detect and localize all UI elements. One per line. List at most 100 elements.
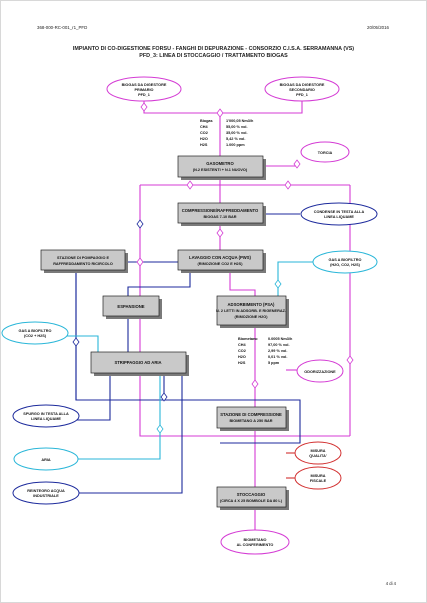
valve-diamond (186, 180, 194, 190)
svg-text:1.000 ppm: 1.000 ppm (226, 143, 245, 147)
svg-text:GAS A BIOFILTRO: GAS A BIOFILTRO (329, 258, 362, 262)
svg-text:N. 2 LETTI IN ADSORB. E RIGENE: N. 2 LETTI IN ADSORB. E RIGENERAZ. (216, 309, 286, 313)
oval-aria: ARIA (13, 447, 79, 471)
box-stazione-compressione: STAZIONE DI COMPRESSIONE BIOMETANO A 250… (216, 406, 289, 431)
svg-text:(N.2 ESISTENTI + N.1 NUOVO): (N.2 ESISTENTI + N.1 NUOVO) (193, 168, 248, 172)
box-stazione-pompaggio: STAZIONE DI POMPAGGIO E RAFFREDDAMENTO R… (40, 249, 128, 273)
svg-text:AL CONFERIMENTO: AL CONFERIMENTO (237, 543, 274, 547)
svg-text:SECONDARIO: SECONDARIO (289, 88, 315, 92)
svg-text:PFD_1: PFD_1 (296, 93, 308, 97)
biomethane-table: Biometano 0.0005 Nm3/h CH4 97,00 % vol. … (238, 337, 293, 365)
line-primari-gasometro (143, 100, 221, 157)
svg-text:COMPRESSIONE/RAFFREDDAMENTO: COMPRESSIONE/RAFFREDDAMENTO (182, 208, 259, 213)
line-reintegro (79, 372, 183, 494)
svg-text:(RIMOZIONE H2O): (RIMOZIONE H2O) (235, 315, 269, 319)
line-lavaggio-espansione (127, 270, 191, 296)
line-return-left (139, 185, 350, 437)
svg-text:ODORIZZAZIONE: ODORIZZAZIONE (304, 370, 336, 374)
svg-text:55,00 % vol.: 55,00 % vol. (226, 125, 248, 129)
svg-text:CH4: CH4 (200, 125, 208, 129)
line-secondario-gasometro (220, 100, 303, 114)
svg-text:LINEA LIQUAME: LINEA LIQUAME (324, 215, 354, 219)
svg-text:TORCIA: TORCIA (318, 151, 333, 155)
svg-text:BIOGAS DA DIGESTORE: BIOGAS DA DIGESTORE (122, 83, 167, 87)
svg-text:STOCCAGGIO: STOCCAGGIO (237, 492, 266, 497)
page-number: 4 di 4 (385, 581, 396, 586)
svg-text:GAS A BIOFILTRO: GAS A BIOFILTRO (19, 329, 52, 333)
svg-text:REINTEGRO ACQUA: REINTEGRO ACQUA (27, 489, 65, 493)
svg-text:LINEA LIQUAME: LINEA LIQUAME (31, 417, 61, 421)
valve-diamond (216, 228, 224, 238)
page-title: IMPIANTO DI CO-DIGESTIONE FORSU - FANGHI… (72, 46, 355, 52)
svg-text:CO2: CO2 (200, 131, 208, 135)
svg-text:(RIMOZIONE CO2 E H2S): (RIMOZIONE CO2 E H2S) (198, 262, 244, 266)
box-lavaggio: LAVAGGIO CON ACQUA (PWS) (RIMOZIONE CO2 … (177, 249, 266, 273)
svg-text:FISCALE: FISCALE (310, 479, 327, 483)
svg-text:QUALITA': QUALITA' (309, 454, 327, 458)
svg-text:STRIPPAGGIO AD ARIA: STRIPPAGGIO AD ARIA (114, 360, 161, 365)
svg-text:STAZIONE DI COMPRESSIONE: STAZIONE DI COMPRESSIONE (220, 412, 282, 417)
valve-diamond (136, 219, 144, 229)
svg-text:SPURGO IN TESTA ALLA: SPURGO IN TESTA ALLA (23, 412, 69, 416)
oval-torcia: TORCIA (300, 141, 350, 163)
line-spurgo (76, 372, 111, 421)
line-aria (78, 372, 161, 460)
svg-text:97,00 % vol.: 97,00 % vol. (268, 343, 290, 347)
oval-gas-biofiltro-1: GAS A BIOFILTRO (H2O, CO2, H2S) (312, 250, 378, 274)
oval-gas-biofiltro-2: GAS A BIOFILTRO (CO2 + H2S) (1, 321, 69, 345)
svg-text:2,99 % vol.: 2,99 % vol. (268, 349, 287, 353)
valve-diamond (251, 379, 259, 389)
svg-text:0,01 % vol.: 0,01 % vol. (268, 355, 287, 359)
svg-text:BIOGAS 7-10 BAR: BIOGAS 7-10 BAR (204, 215, 237, 219)
svg-text:MISURA: MISURA (311, 449, 326, 453)
svg-text:35,00 % vol.: 35,00 % vol. (226, 131, 248, 135)
svg-text:(CO2 + H2S): (CO2 + H2S) (24, 334, 47, 338)
svg-text:(H2O, CO2, H2S): (H2O, CO2, H2S) (330, 263, 360, 267)
svg-text:5,42 % vol.: 5,42 % vol. (226, 137, 245, 141)
biogas-table: Biogas 1'000,05 Nm3/h CH4 55,00 % vol. C… (200, 119, 254, 147)
valve-diamond (140, 102, 148, 112)
line-lavaggio-adsorbimento (229, 270, 256, 296)
oval-misura-qualita: MISURA QUALITA' (294, 441, 342, 465)
box-adsorbimento: ADSORBIMENTO (PSA) N. 2 LETTI IN ADSORB.… (216, 295, 289, 328)
box-espansione: ESPANSIONE (102, 295, 162, 319)
valve-diamond (274, 279, 282, 289)
oval-condense: CONDENSE IN TESTA ALLA LINEA LIQUAME (300, 202, 378, 226)
svg-text:CH4: CH4 (238, 343, 246, 347)
svg-text:Biometano: Biometano (238, 337, 258, 341)
svg-text:ADSORBIMENTO (PSA): ADSORBIMENTO (PSA) (228, 302, 276, 307)
oval-reintegro: REINTEGRO ACQUA INDUSTRIALE (12, 481, 80, 505)
valve-diamond (72, 337, 80, 347)
svg-text:5 ppm: 5 ppm (268, 361, 280, 365)
page-subtitle: PFD_3: LINEA DI STOCCAGGIO / TRATTAMENTO… (139, 53, 288, 59)
svg-text:BIOMETANO A 250 BAR: BIOMETANO A 250 BAR (229, 419, 272, 423)
oval-biogas-primari: BIOGAS DA DIGESTORE PRIMARIO PFD_1 (106, 76, 182, 102)
svg-text:H2S: H2S (238, 361, 246, 365)
oval-biogas-secondario: BIOGAS DA DIGESTORE SECONDARIO PFD_1 (264, 76, 340, 102)
svg-text:PRIMARIO: PRIMARIO (135, 88, 154, 92)
svg-text:PFD_1: PFD_1 (138, 93, 150, 97)
svg-text:H2O: H2O (238, 355, 246, 359)
box-stoccaggio: STOCCAGGIO (CIRCA 4 X 25 BOMBOLE DA 80 L… (216, 486, 289, 510)
valve-diamond (284, 180, 292, 190)
svg-text:LAVAGGIO CON ACQUA (PWS): LAVAGGIO CON ACQUA (PWS) (189, 255, 251, 260)
box-strippaggio: STRIPPAGGIO AD ARIA (90, 351, 189, 376)
svg-text:H2S: H2S (200, 143, 208, 147)
svg-text:Biogas: Biogas (200, 119, 213, 123)
svg-text:GASOMETRO: GASOMETRO (206, 161, 234, 166)
doc-code: 368-000-RC-001_r1_PFD (37, 25, 88, 30)
svg-text:BIOGAS DA DIGESTORE: BIOGAS DA DIGESTORE (280, 83, 325, 87)
valve-diamond (156, 424, 164, 434)
svg-text:INDUSTRIALE: INDUSTRIALE (33, 494, 59, 498)
valve-diamond (160, 392, 168, 402)
oval-odorizzazione: ODORIZZAZIONE (296, 359, 344, 383)
box-gasometro: GASOMETRO (N.2 ESISTENTI + N.1 NUOVO) (177, 155, 266, 180)
svg-text:H2O: H2O (200, 137, 208, 141)
svg-text:CONDENSE IN TESTA ALLA: CONDENSE IN TESTA ALLA (314, 210, 365, 214)
svg-text:BIOMETANO: BIOMETANO (244, 538, 267, 542)
svg-text:ARIA: ARIA (41, 458, 51, 462)
svg-text:1'000,05 Nm3/h: 1'000,05 Nm3/h (226, 119, 254, 123)
line-gasometro-torcia (262, 163, 298, 167)
